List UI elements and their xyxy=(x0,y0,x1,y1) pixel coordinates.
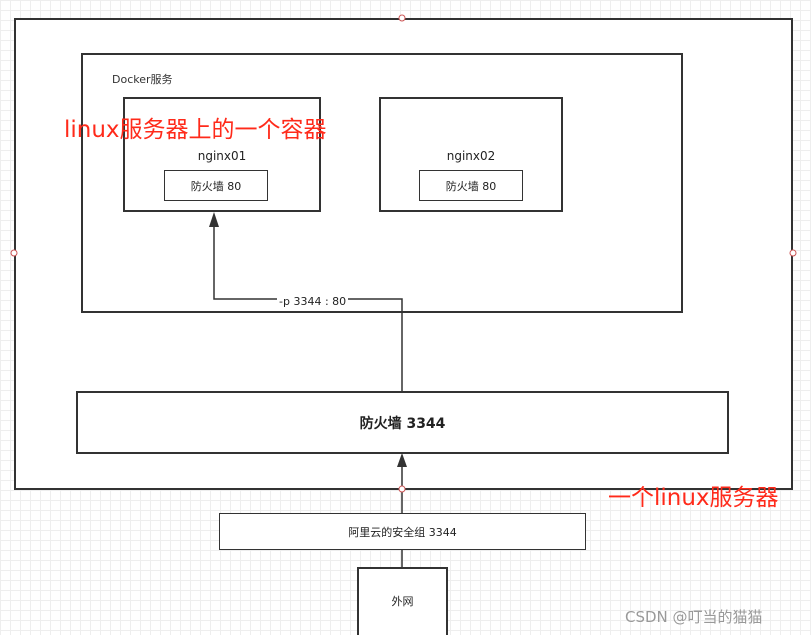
container-nginx01-firewall: 防火墙 80 xyxy=(164,170,268,201)
external-network-box: 外网 xyxy=(357,567,448,635)
main-firewall-label: 防火墙 3344 xyxy=(359,415,446,432)
external-network-label: 外网 xyxy=(391,595,414,608)
aliyun-security-group-label: 阿里云的安全组 3344 xyxy=(348,525,457,539)
port-mapping-label: -p 3344 : 80 xyxy=(277,295,349,308)
watermark-text: CSDN @叮当的猫猫 xyxy=(625,608,763,626)
container-nginx01-firewall-label: 防火墙 80 xyxy=(190,179,242,193)
container-nginx02-firewall-label: 防火墙 80 xyxy=(445,179,497,193)
container-nginx01-label: nginx01 xyxy=(197,149,247,163)
docker-service-label: Docker服务 xyxy=(112,73,173,86)
annotation-server: 一个linux服务器 xyxy=(608,485,779,511)
main-firewall-box: 防火墙 3344 xyxy=(76,391,729,454)
annotation-container: linux服务器上的一个容器 xyxy=(64,117,327,143)
aliyun-security-group-box: 阿里云的安全组 3344 xyxy=(219,513,586,550)
container-nginx01-box xyxy=(123,97,321,212)
container-nginx02-firewall: 防火墙 80 xyxy=(419,170,523,201)
container-nginx02-label: nginx02 xyxy=(446,149,496,163)
